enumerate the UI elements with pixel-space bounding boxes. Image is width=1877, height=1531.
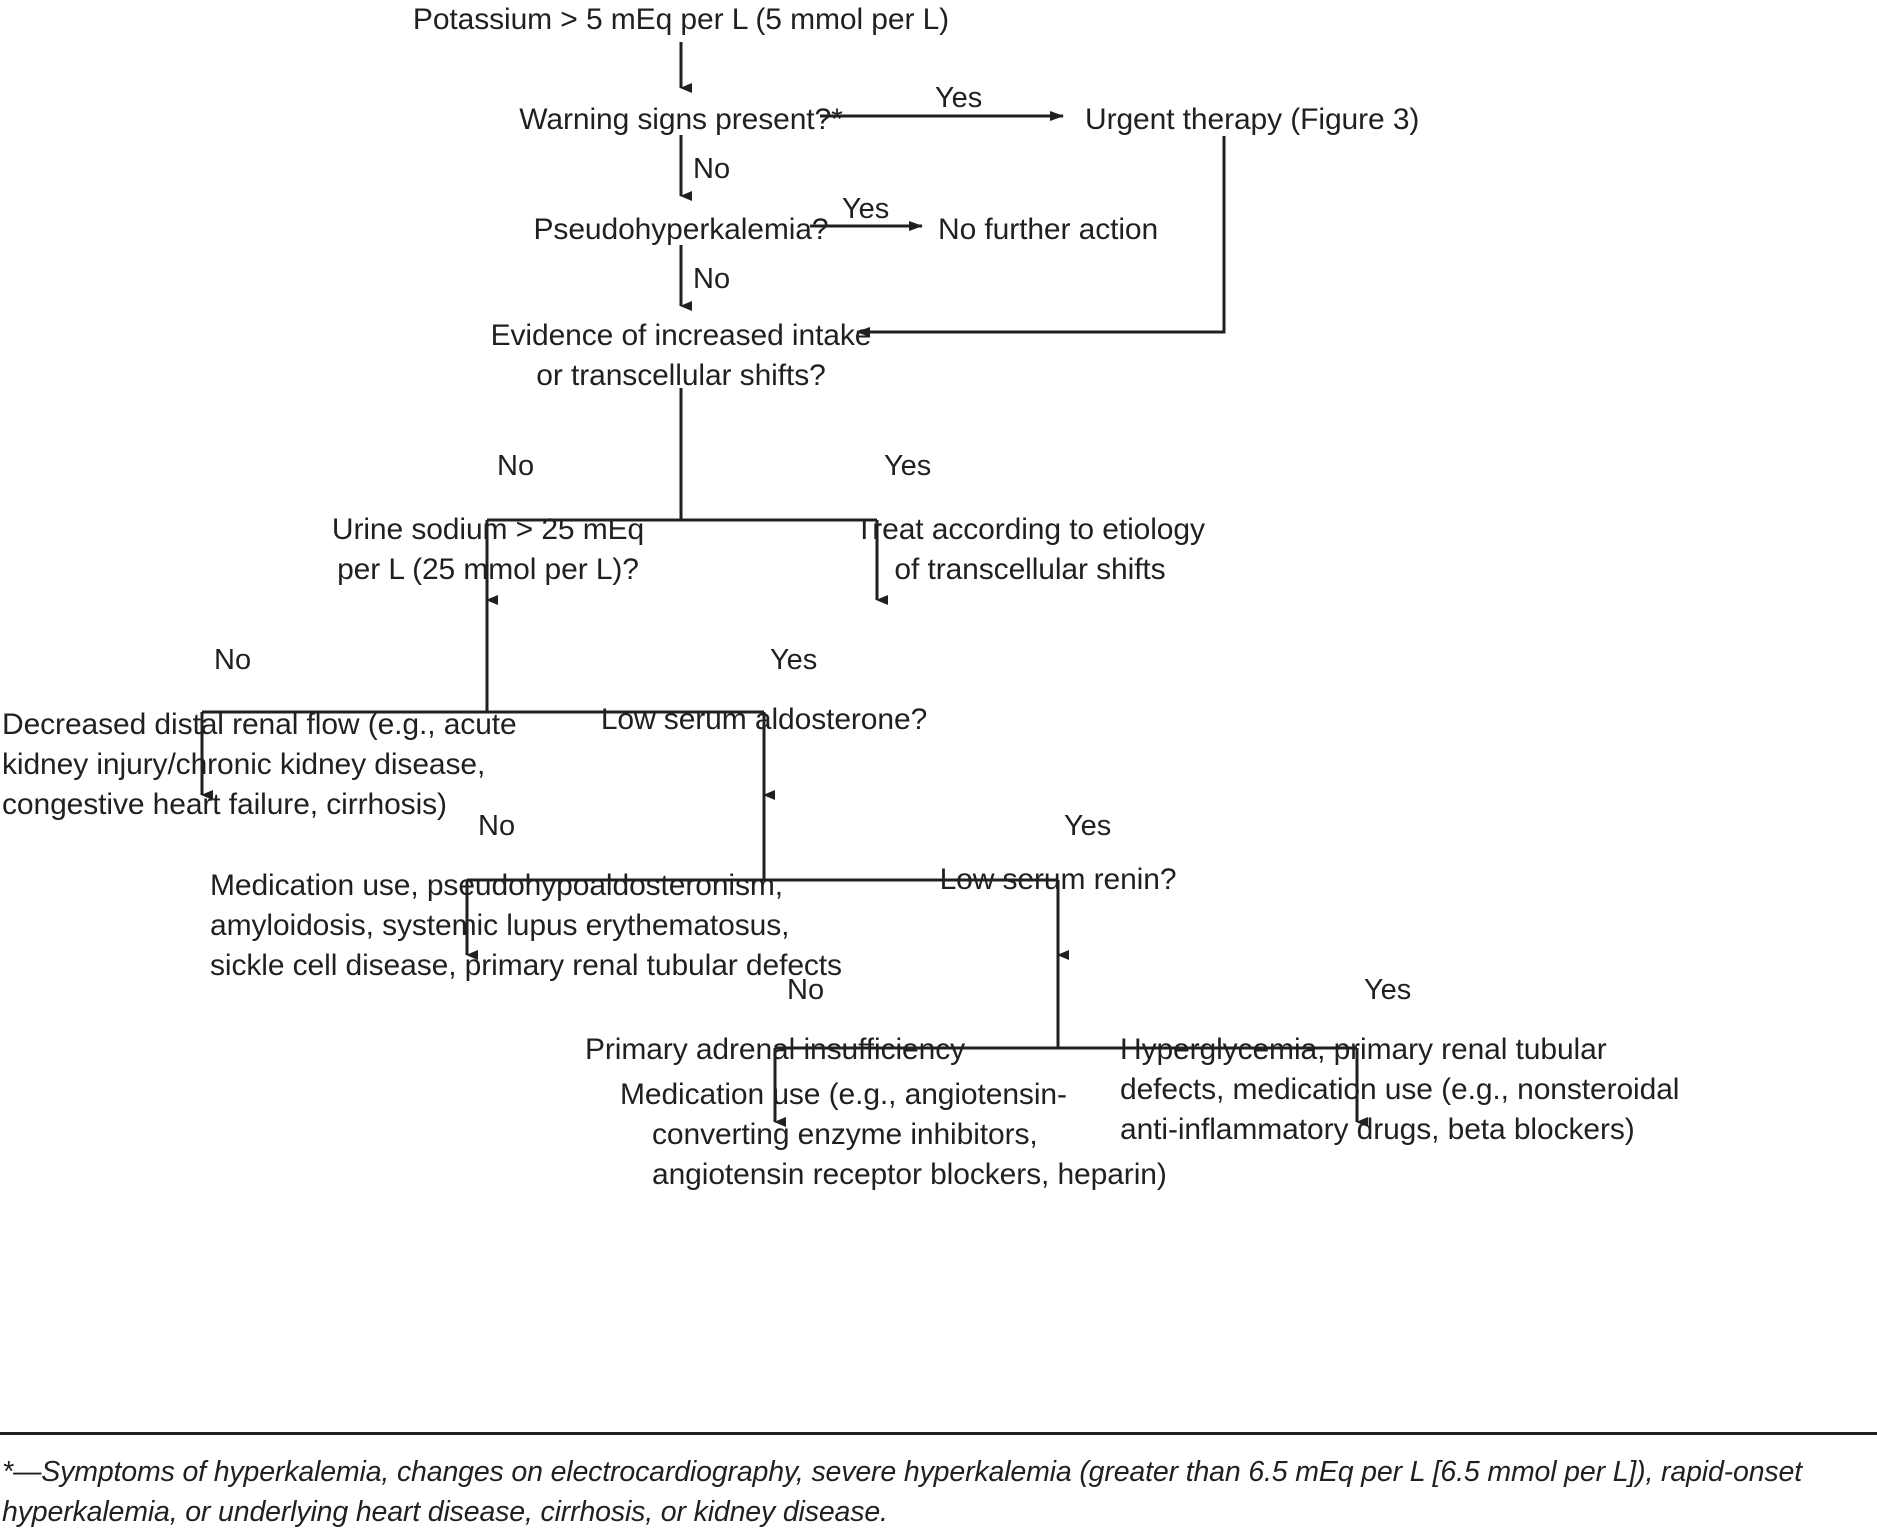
node-start: Potassium > 5 mEq per L (5 mmol per L)	[412, 3, 950, 36]
edge-label-aldo-yes: Yes	[1064, 810, 1112, 842]
node-hyperglycemia: Hyperglycemia, primary renal tubular def…	[1120, 1033, 1680, 1146]
edge-label-urine-yes: Yes	[770, 644, 818, 676]
edge-label-evidence-no: No	[497, 450, 535, 482]
node-decreased-flow: Decreased distal renal flow (e.g., acute…	[2, 708, 517, 821]
edge-label-aldo-no: No	[478, 810, 516, 842]
node-treat-etiology: Treat according to etiology of transcell…	[855, 513, 1205, 586]
edge-label-urine-no: No	[214, 644, 252, 676]
node-no-further-action: No further action	[938, 213, 1159, 246]
node-warning-signs: Warning signs present?*	[519, 103, 843, 136]
footnote-divider	[0, 1432, 1877, 1435]
node-primary-adrenal: Primary adrenal insufficiency	[584, 1033, 966, 1066]
edge-label-pseudo-yes: Yes	[842, 193, 890, 225]
edge-label-renin-yes: Yes	[1364, 974, 1412, 1006]
edge-label-warning-yes: Yes	[935, 82, 983, 114]
node-evidence-intake: Evidence of increased intake or transcel…	[490, 319, 872, 392]
node-pseudohyperkalemia: Pseudohyperkalemia?	[533, 213, 829, 246]
node-urine-sodium: Urine sodium > 25 mEq per L (25 mmol per…	[331, 513, 645, 586]
edge-label-pseudo-no: No	[693, 263, 731, 295]
node-medication-ace-line2: converting enzyme inhibitors,	[652, 1118, 1038, 1151]
edge-label-renin-no: No	[787, 974, 825, 1006]
node-urgent-therapy: Urgent therapy (Figure 3)	[1085, 103, 1420, 136]
node-low-renin: Low serum renin?	[939, 863, 1177, 896]
node-medication-pseudohypo: Medication use, pseudohypoaldosteronism,…	[210, 869, 842, 982]
node-medication-ace-line1: Medication use (e.g., angiotensin-	[620, 1078, 1067, 1111]
node-low-aldosterone: Low serum aldosterone?	[600, 703, 928, 736]
node-medication-ace-line3: angiotensin receptor blockers, heparin)	[652, 1158, 1167, 1191]
edge-label-evidence-yes: Yes	[884, 450, 932, 482]
edge-label-warning-no: No	[693, 153, 731, 185]
footnote-text: *—Symptoms of hyperkalemia, changes on e…	[2, 1456, 1802, 1529]
